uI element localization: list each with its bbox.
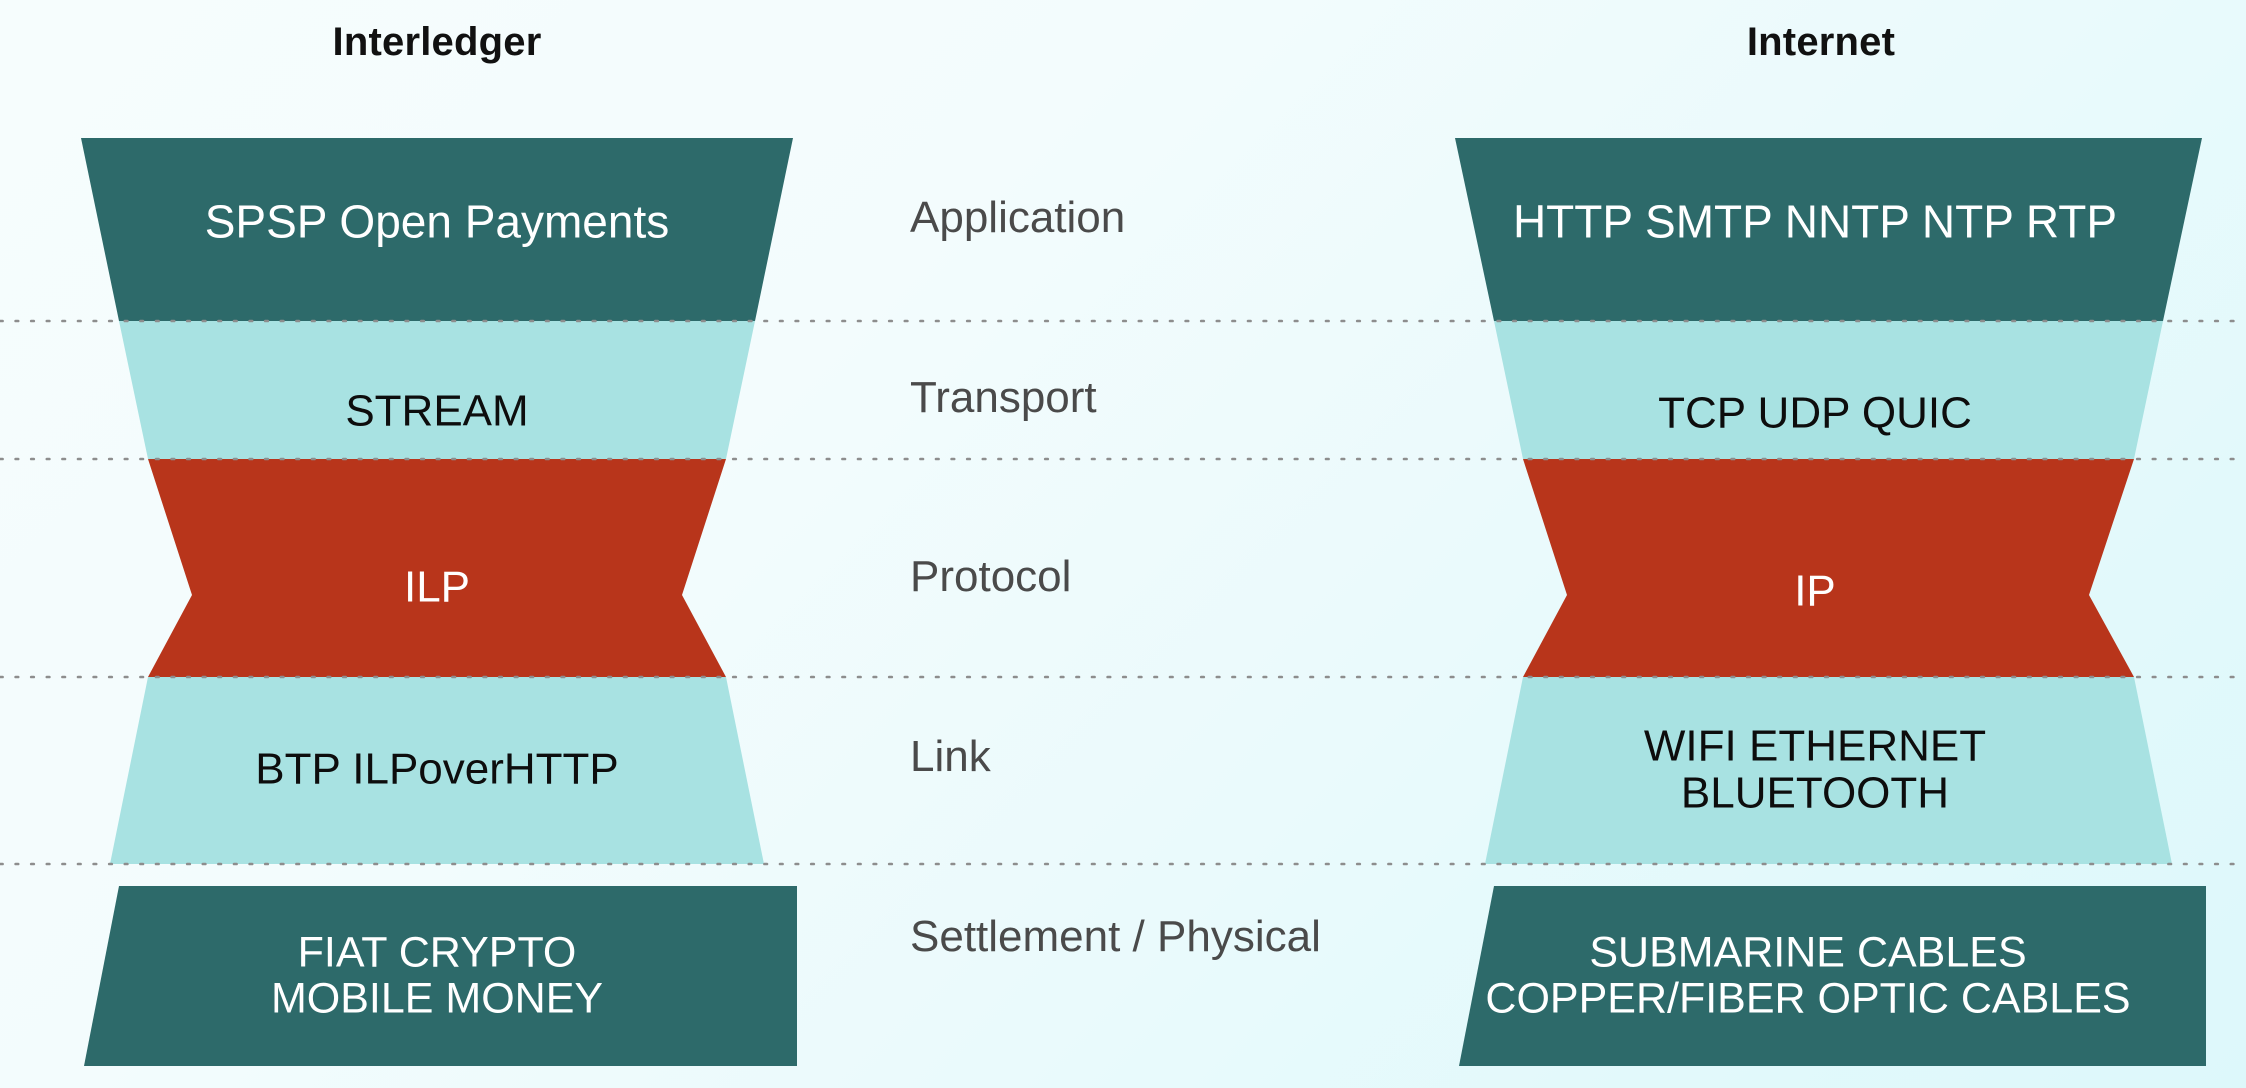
right-band-application: [1455, 138, 2202, 321]
right-text-transport-line-1: TCP UDP QUIC: [1658, 388, 1972, 438]
left-text-transport-line-1: STREAM: [345, 386, 529, 436]
right-band-protocol: [1523, 459, 2134, 677]
right-text-application-line-1: HTTP SMTP NNTP NTP RTP: [1512, 195, 2118, 248]
left-text-settlement: FIAT CRYPTO MOBILE MONEY: [271, 930, 603, 1021]
left-text-application: SPSP Open Payments: [204, 195, 670, 248]
left-text-protocol: ILP: [403, 562, 471, 612]
column-title-internet: Internet: [1746, 20, 1896, 64]
layer-dividers: [0, 319, 2246, 866]
layer-label-settlement-physical: Settlement / Physical: [910, 911, 1321, 961]
right-band-settlement: [1459, 886, 2206, 1066]
layer-label-application: Application: [910, 192, 1126, 242]
right-text-settlement-line-2: COPPER/FIBER OPTIC CABLES: [1485, 974, 2131, 1022]
right-band-link: [1485, 677, 2172, 864]
right-band-transport: [1494, 321, 2163, 459]
right-text-protocol: IP: [1794, 566, 1836, 616]
right-text-settlement-line-1: SUBMARINE CABLES: [1589, 928, 2027, 977]
left-text-link-line-1: BTP ILPoverHTTP: [255, 744, 619, 794]
right-text-settlement: SUBMARINE CABLES COPPER/FIBER OPTIC CABL…: [1485, 930, 2130, 1021]
left-band-transport: [119, 321, 755, 459]
right-text-link: WIFI ETHERNET BLUETOOTH: [1644, 723, 1986, 816]
left-text-settlement-line-2: MOBILE MONEY: [270, 974, 604, 1022]
left-band-application: [81, 138, 793, 321]
layer-label-transport: Transport: [910, 372, 1097, 422]
right-text-protocol-line-1: IP: [1794, 566, 1836, 616]
left-band-link: [110, 677, 764, 864]
left-text-application-line-1: SPSP Open Payments: [204, 195, 670, 248]
left-band-protocol: [148, 459, 726, 677]
left-text-settlement-line-1: FIAT CRYPTO: [297, 928, 577, 977]
layer-label-link: Link: [910, 731, 991, 781]
layer-label-protocol: Protocol: [910, 551, 1072, 601]
left-band-settlement: [84, 886, 797, 1066]
column-title-interledger: Interledger: [332, 20, 542, 64]
left-text-link: BTP ILPoverHTTP: [255, 744, 619, 794]
right-text-link-line-2: BLUETOOTH: [1680, 768, 1950, 817]
right-text-link-line-1: WIFI ETHERNET: [1643, 721, 1987, 771]
right-text-application: HTTP SMTP NNTP NTP RTP: [1512, 195, 2118, 248]
right-text-transport: TCP UDP QUIC: [1658, 388, 1972, 438]
left-text-protocol-line-1: ILP: [403, 562, 471, 612]
left-text-transport: STREAM: [345, 386, 529, 436]
